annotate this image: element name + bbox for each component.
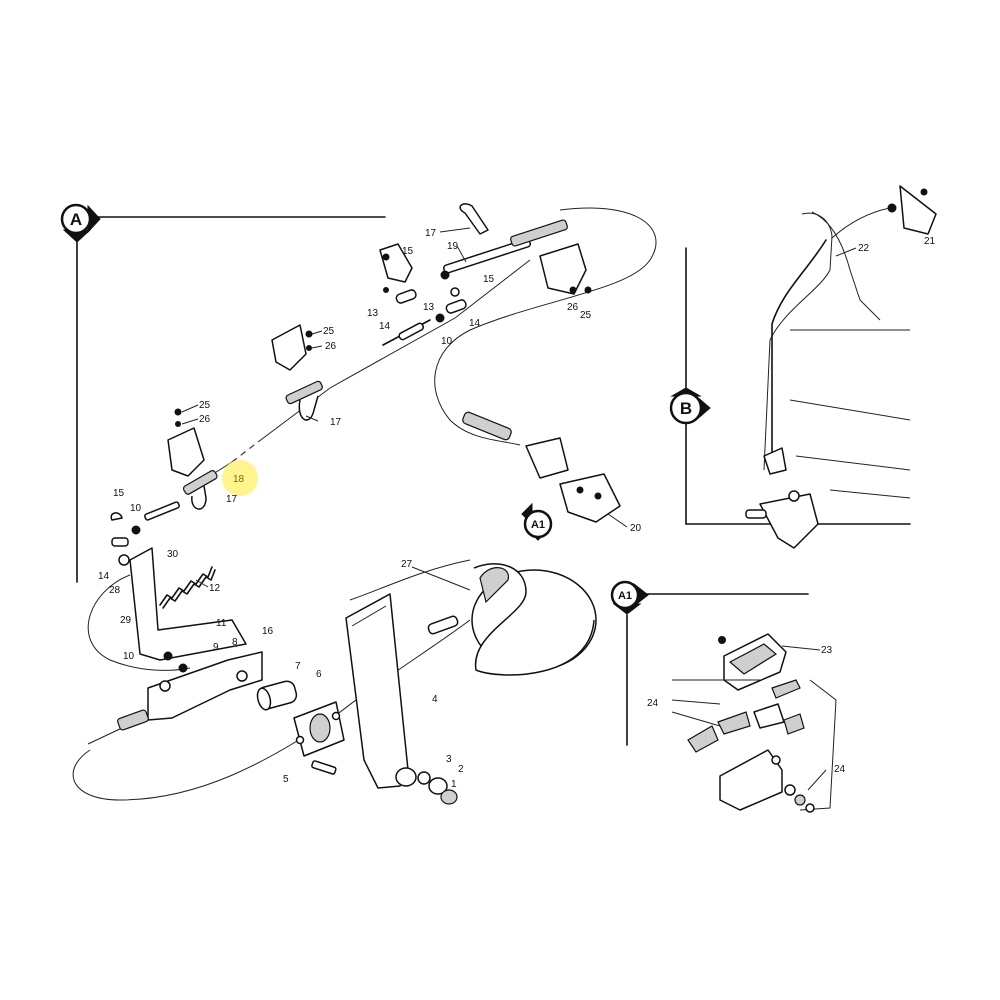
control-cable-routing: [72, 207, 657, 801]
callout-9: 9: [213, 642, 219, 653]
section-a1-frame: [626, 593, 809, 746]
section-b-vehicle-sketch: [745, 185, 937, 549]
callout-10-left: 10: [130, 503, 142, 514]
callout-5: 5: [283, 774, 289, 785]
lever-assembly: [110, 501, 345, 775]
callout-26-lower: 26: [199, 414, 211, 425]
section-a-badge: A: [60, 203, 101, 243]
section-a-frame: [76, 216, 386, 583]
callout-11: 11: [216, 618, 227, 629]
callout-13-right: 13: [423, 302, 435, 313]
section-a1-badge-detail: A1: [610, 580, 649, 615]
callout-13-left: 13: [367, 308, 379, 319]
callout-14-lower: 14: [98, 571, 110, 582]
callout-17-lower: 17: [226, 494, 238, 505]
callout-labels: 1 2 3 4 5 6 7 8 9 10 10 10 11 12 13 13 1…: [98, 228, 936, 790]
upper-cable-assembly: [167, 203, 592, 510]
callout-25-right: 25: [580, 310, 592, 321]
callout-30: 30: [167, 549, 179, 560]
section-a1-label-reference: A1: [531, 519, 545, 531]
callout-6: 6: [316, 669, 322, 680]
callout-17-middle: 17: [330, 417, 342, 428]
callout-3: 3: [446, 754, 452, 765]
callout-14-left: 14: [379, 321, 391, 332]
callout-28: 28: [109, 585, 121, 596]
callout-15-top: 15: [402, 246, 414, 257]
highlight-marker: [222, 460, 258, 496]
cable-end-assembly: [462, 411, 621, 523]
section-a-label: A: [70, 210, 82, 229]
callout-7: 7: [295, 661, 301, 672]
callout-4: 4: [432, 694, 438, 705]
callout-8: 8: [232, 637, 238, 648]
callout-14-right: 14: [469, 318, 481, 329]
section-b-badge: B: [669, 387, 711, 425]
callout-16: 16: [262, 626, 274, 637]
callout-17-top: 17: [425, 228, 437, 239]
main-lever-plate: [345, 563, 597, 805]
callout-29: 29: [120, 615, 132, 626]
callout-26-middle: 26: [325, 341, 337, 352]
callout-27: 27: [401, 559, 413, 570]
callout-10-bottom: 10: [123, 651, 135, 662]
callout-12: 12: [209, 583, 221, 594]
section-a1-label-detail: A1: [618, 590, 632, 602]
callout-15-right: 15: [483, 274, 495, 285]
callout-18: 18: [233, 474, 245, 485]
section-b-label: B: [680, 399, 692, 418]
callout-24-right: 24: [834, 764, 846, 775]
leader-lines: [181, 227, 857, 791]
section-b-frame: [685, 247, 911, 525]
callout-15-left: 15: [113, 488, 125, 499]
callout-26-right: 26: [567, 302, 579, 313]
section-a1-badge-reference: A1: [521, 502, 553, 541]
callout-19: 19: [447, 241, 459, 252]
callout-23: 23: [821, 645, 833, 656]
callout-22: 22: [858, 243, 870, 254]
callout-1: 1: [451, 779, 457, 790]
callout-2: 2: [458, 764, 464, 775]
callout-25-middle: 25: [323, 326, 335, 337]
section-a1-detail-parts: [671, 633, 837, 813]
callout-24-left: 24: [647, 698, 659, 709]
callout-20: 20: [630, 523, 642, 534]
callout-25-lower: 25: [199, 400, 211, 411]
callout-10-top: 10: [441, 336, 453, 347]
callout-21: 21: [924, 236, 936, 247]
